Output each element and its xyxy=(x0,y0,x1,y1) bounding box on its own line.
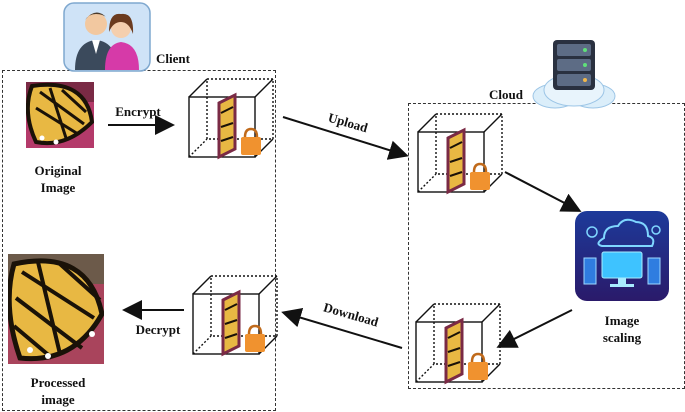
processed-image xyxy=(8,254,104,364)
original-image xyxy=(26,82,94,148)
image-scaling-icon xyxy=(574,210,670,302)
server-cloud-icon xyxy=(531,38,617,110)
encrypted-cube-client-bottom xyxy=(189,270,281,362)
cloud-label: Cloud xyxy=(489,87,523,102)
from-scaling-arrow xyxy=(496,309,573,348)
lock-icon xyxy=(468,352,488,380)
original-image-label: Original Image xyxy=(34,163,82,195)
encrypted-cube-cloud-top xyxy=(414,108,506,200)
encrypted-cube-cloud-bottom xyxy=(412,298,504,390)
lock-icon xyxy=(470,162,490,190)
users-icon xyxy=(63,2,151,72)
client-label: Client xyxy=(156,51,190,66)
lock-icon xyxy=(245,324,265,352)
download-arrow xyxy=(281,308,403,349)
upload-arrow xyxy=(282,116,409,160)
lock-icon xyxy=(241,127,261,155)
decrypt-label: Decrypt xyxy=(135,322,181,337)
processed-image-label: Processed image xyxy=(30,375,86,407)
encrypted-cube-client-top xyxy=(185,73,277,165)
to-scaling-arrow xyxy=(504,171,582,212)
image-scaling-label: Image scaling xyxy=(602,313,642,345)
encrypt-label: Encrypt xyxy=(115,104,161,119)
